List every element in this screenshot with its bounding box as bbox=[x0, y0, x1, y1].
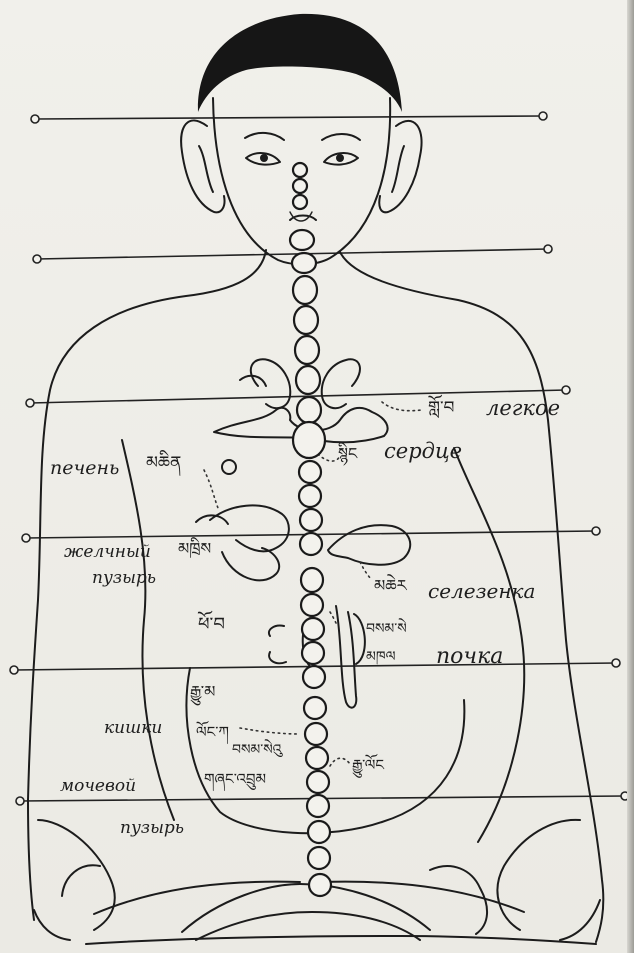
channel-bead bbox=[309, 874, 331, 896]
channel-bead bbox=[303, 666, 325, 688]
channel-bead bbox=[301, 568, 323, 592]
channel-bead bbox=[300, 509, 322, 531]
kidney-left bbox=[269, 626, 286, 664]
spleen-shape bbox=[328, 525, 410, 565]
channel-bead bbox=[297, 397, 321, 423]
channel-bead bbox=[305, 723, 327, 745]
label-bladder-2: пузырь bbox=[120, 820, 184, 837]
tibetan-bladder: གཞང་འབྲུམ bbox=[204, 772, 266, 787]
channel-bead bbox=[293, 276, 317, 304]
left-pupil bbox=[260, 154, 268, 162]
channel-bead bbox=[308, 847, 330, 869]
label-gallbladder-1: желчный bbox=[64, 544, 151, 561]
tibetan-gallbladder: མཁྲིས bbox=[178, 541, 211, 557]
gallbladder-shape bbox=[222, 548, 279, 580]
guide-end-left bbox=[10, 666, 18, 674]
label-lung: легкое bbox=[486, 398, 560, 419]
liver-shape bbox=[210, 505, 289, 551]
label-heart: сердце bbox=[384, 441, 462, 462]
page-edge bbox=[627, 0, 634, 953]
channel-bead bbox=[302, 642, 324, 664]
channel-bead bbox=[293, 179, 307, 193]
guide-end-right bbox=[562, 386, 570, 394]
guide-end-left bbox=[33, 255, 41, 263]
label-spleen: селезенка bbox=[428, 581, 535, 601]
channel-bead bbox=[292, 253, 316, 273]
liver-lobe bbox=[196, 515, 228, 524]
tibetan-kidney-1: བསམ་སེ bbox=[366, 622, 407, 636]
right-pupil bbox=[336, 154, 344, 162]
guide-line-head bbox=[35, 116, 543, 119]
hair-shape bbox=[198, 14, 402, 112]
tibetan-kidney-2: མཁལ bbox=[366, 650, 396, 664]
tibetan-seminal-vesicle: བསམ་སེའུ bbox=[232, 743, 282, 757]
guide-end-left bbox=[31, 115, 39, 123]
channel-bead bbox=[299, 485, 321, 507]
tibetan-stomach: ཕོ་བ bbox=[198, 616, 225, 634]
label-liver: печень bbox=[50, 459, 119, 478]
guide-end-left bbox=[26, 399, 34, 407]
tibetan-lung: གློ་བ bbox=[428, 400, 454, 417]
channel-bead bbox=[301, 594, 323, 616]
channel-bead bbox=[299, 461, 321, 483]
guide-end-right bbox=[592, 527, 600, 535]
channel-bead bbox=[293, 422, 325, 458]
channel-bead bbox=[293, 195, 307, 209]
label-bladder-1: мочевой bbox=[60, 778, 136, 795]
guide-end-right bbox=[539, 112, 547, 120]
channel-bead bbox=[306, 747, 328, 769]
tibetan-colon: རྒྱུ་ལོང bbox=[352, 758, 384, 773]
tibetan-heart: སྙིང bbox=[338, 446, 357, 462]
guide-end-right bbox=[544, 245, 552, 253]
guide-end-left bbox=[22, 534, 30, 542]
organ-small-circle bbox=[222, 460, 236, 474]
channel-bead bbox=[307, 795, 329, 817]
lung-right bbox=[322, 359, 360, 408]
channel-bead bbox=[293, 163, 307, 177]
tibetan-spleen: མཆེར bbox=[374, 578, 407, 594]
channel-bead bbox=[302, 618, 324, 640]
tibetan-small-intestine: རྒྱུ་མ bbox=[190, 684, 215, 700]
guide-end-left bbox=[16, 797, 24, 805]
central-channel bbox=[290, 163, 331, 896]
ureter-shape bbox=[336, 606, 356, 708]
guide-line-neck bbox=[37, 249, 548, 259]
channel-bead bbox=[290, 230, 314, 250]
channel-bead bbox=[300, 533, 322, 555]
channel-bead bbox=[294, 306, 318, 334]
label-intestines: кишки bbox=[104, 720, 162, 737]
tibetan-large-intestine: ལོང་ཀ bbox=[196, 725, 229, 740]
label-gallbladder-2: пузырь bbox=[92, 570, 156, 587]
lung-left bbox=[251, 359, 290, 408]
tibetan-liver: མཆིན bbox=[146, 455, 181, 472]
channel-bead bbox=[304, 697, 326, 719]
channel-bead bbox=[308, 821, 330, 843]
channel-bead bbox=[296, 366, 320, 394]
channel-bead bbox=[295, 336, 319, 364]
guide-end-right bbox=[612, 659, 620, 667]
label-kidney: почка bbox=[436, 646, 503, 668]
channel-bead bbox=[307, 771, 329, 793]
